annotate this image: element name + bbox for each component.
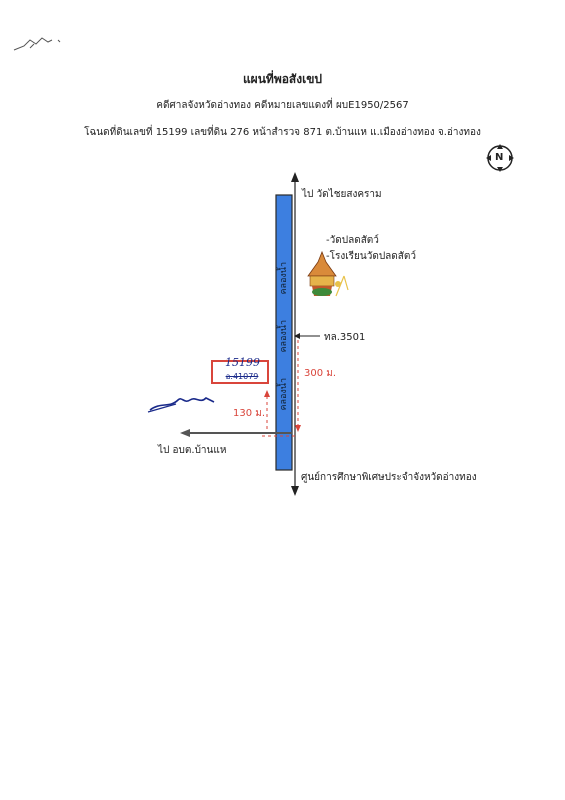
to-south-label: ศูนย์การศึกษาพิเศษประจำจังหวัดอ่างทอง	[301, 472, 477, 483]
canal-label: คลองน้ำ	[279, 378, 289, 411]
canal	[275, 194, 293, 471]
parcel-old-number: อ.41079	[225, 372, 259, 381]
to-north-label: ไป วัดไชยสงคราม	[302, 189, 382, 200]
temple-icon	[307, 250, 349, 297]
canal-label: คลองน้ำ	[279, 320, 289, 353]
land-parcel: 15199 อ.41079	[211, 356, 269, 384]
distance-130-label: 130 ม.	[233, 408, 266, 419]
case-line: คดีศาลจังหวัดอ่างทอง คดีหมายเลขแดงที่ ผบ…	[156, 100, 409, 111]
map-title: แผนที่พอสังเขป	[242, 72, 323, 86]
signature-scribble	[149, 397, 215, 411]
parcel-handwritten-number: 15199	[225, 356, 260, 369]
road-arrow-north	[291, 172, 299, 182]
deed-line: โฉนดที่ดินเลขที่ 15199 เลขที่ดิน 276 หน้…	[84, 127, 481, 138]
north-label: N	[495, 152, 504, 163]
road-arrow-south	[291, 486, 299, 496]
canal-label: คลองน้ำ	[279, 262, 289, 295]
temple-label: -วัดปลดสัตว์	[326, 235, 379, 246]
scribble-mark	[13, 37, 53, 51]
school-label: -โรงเรียนวัดปลดสัตว์	[326, 251, 417, 262]
distance-300-label: 300 ม.	[304, 368, 337, 379]
road-label: ทล.3501	[324, 332, 366, 343]
north-compass-icon	[486, 144, 514, 172]
to-west-label: ไป อบต.บ้านแห	[158, 445, 227, 456]
side-road-arrow	[180, 429, 190, 437]
